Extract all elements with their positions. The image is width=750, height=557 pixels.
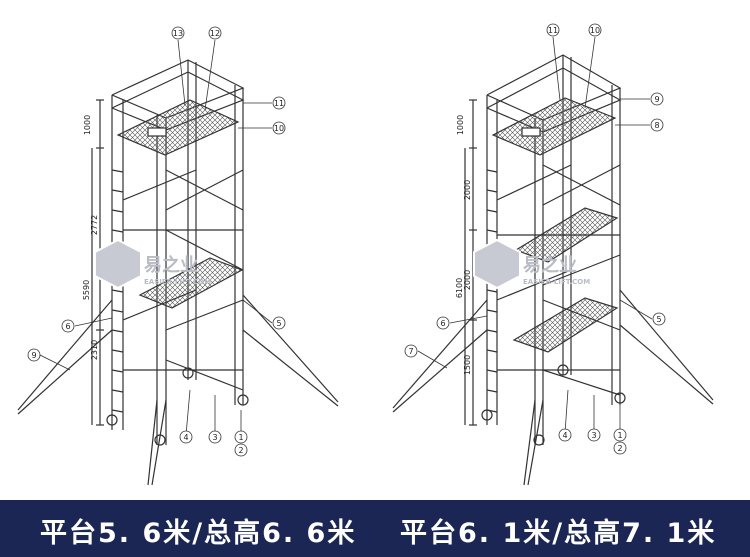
right-callout-6: 6 [440,319,445,328]
right-dim-1000: 1000 [456,115,465,135]
scaffold-drawings: 1000 2772 5590 2310 13 12 11 10 6 9 5 4 [17,23,714,486]
caption-right: 平台6. 1米/总高7. 1米 [400,518,717,549]
left-callouts [27,26,286,457]
left-callout-13: 13 [173,29,183,38]
left-watermark-url: EASIER-LIFT.COM [144,278,211,286]
right-callout-3: 3 [591,431,596,440]
right-callout-1: 1 [617,431,622,440]
left-callout-5: 5 [276,319,281,328]
left-dim-2772: 2772 [90,215,99,235]
left-dim-1000: 1000 [83,115,92,135]
right-callout-11: 11 [548,26,558,35]
left-watermark-logo [94,238,142,290]
left-watermark-brand: 易之业 [144,254,198,276]
right-dim-1500: 1500 [463,355,472,375]
left-callout-12: 12 [210,29,220,38]
left-callout-4: 4 [183,433,188,442]
right-callouts [404,23,666,455]
right-callout-2: 2 [617,444,622,453]
left-callout-11: 11 [274,99,284,108]
right-tower-drawing [392,54,714,486]
caption-bar: 平台5. 6米/总高6. 6米 平台6. 1米/总高7. 1米 [0,500,750,557]
left-callout-6: 6 [65,322,70,331]
right-dim-6100: 6100 [455,278,464,298]
right-watermark-url: EASIER-LIFT.COM [523,278,590,286]
right-callout-5: 5 [656,315,661,324]
right-callout-10: 10 [590,26,600,35]
left-callout-2: 2 [238,446,243,455]
right-watermark-brand: 易之业 [523,254,577,276]
left-watermark: 易之业 EASIER-LIFT.COM [94,238,211,290]
left-callout-10: 10 [274,124,284,133]
right-callout-4: 4 [562,431,567,440]
left-tower-drawing [17,59,339,486]
right-callout-7: 7 [408,347,413,356]
right-callout-8: 8 [654,121,659,130]
right-dim-2000-lower: 2000 [463,270,472,290]
right-watermark-logo [473,238,521,290]
left-callout-3: 3 [212,433,217,442]
caption-left: 平台5. 6米/总高6. 6米 [40,518,357,549]
left-dim-5590: 5590 [82,280,91,300]
right-dim-2000-upper: 2000 [463,180,472,200]
right-callout-9: 9 [654,95,659,104]
right-watermark: 易之业 EASIER-LIFT.COM [473,238,590,290]
left-callout-9: 9 [31,351,36,360]
left-callout-1: 1 [238,433,243,442]
left-dim-2310: 2310 [90,340,99,360]
